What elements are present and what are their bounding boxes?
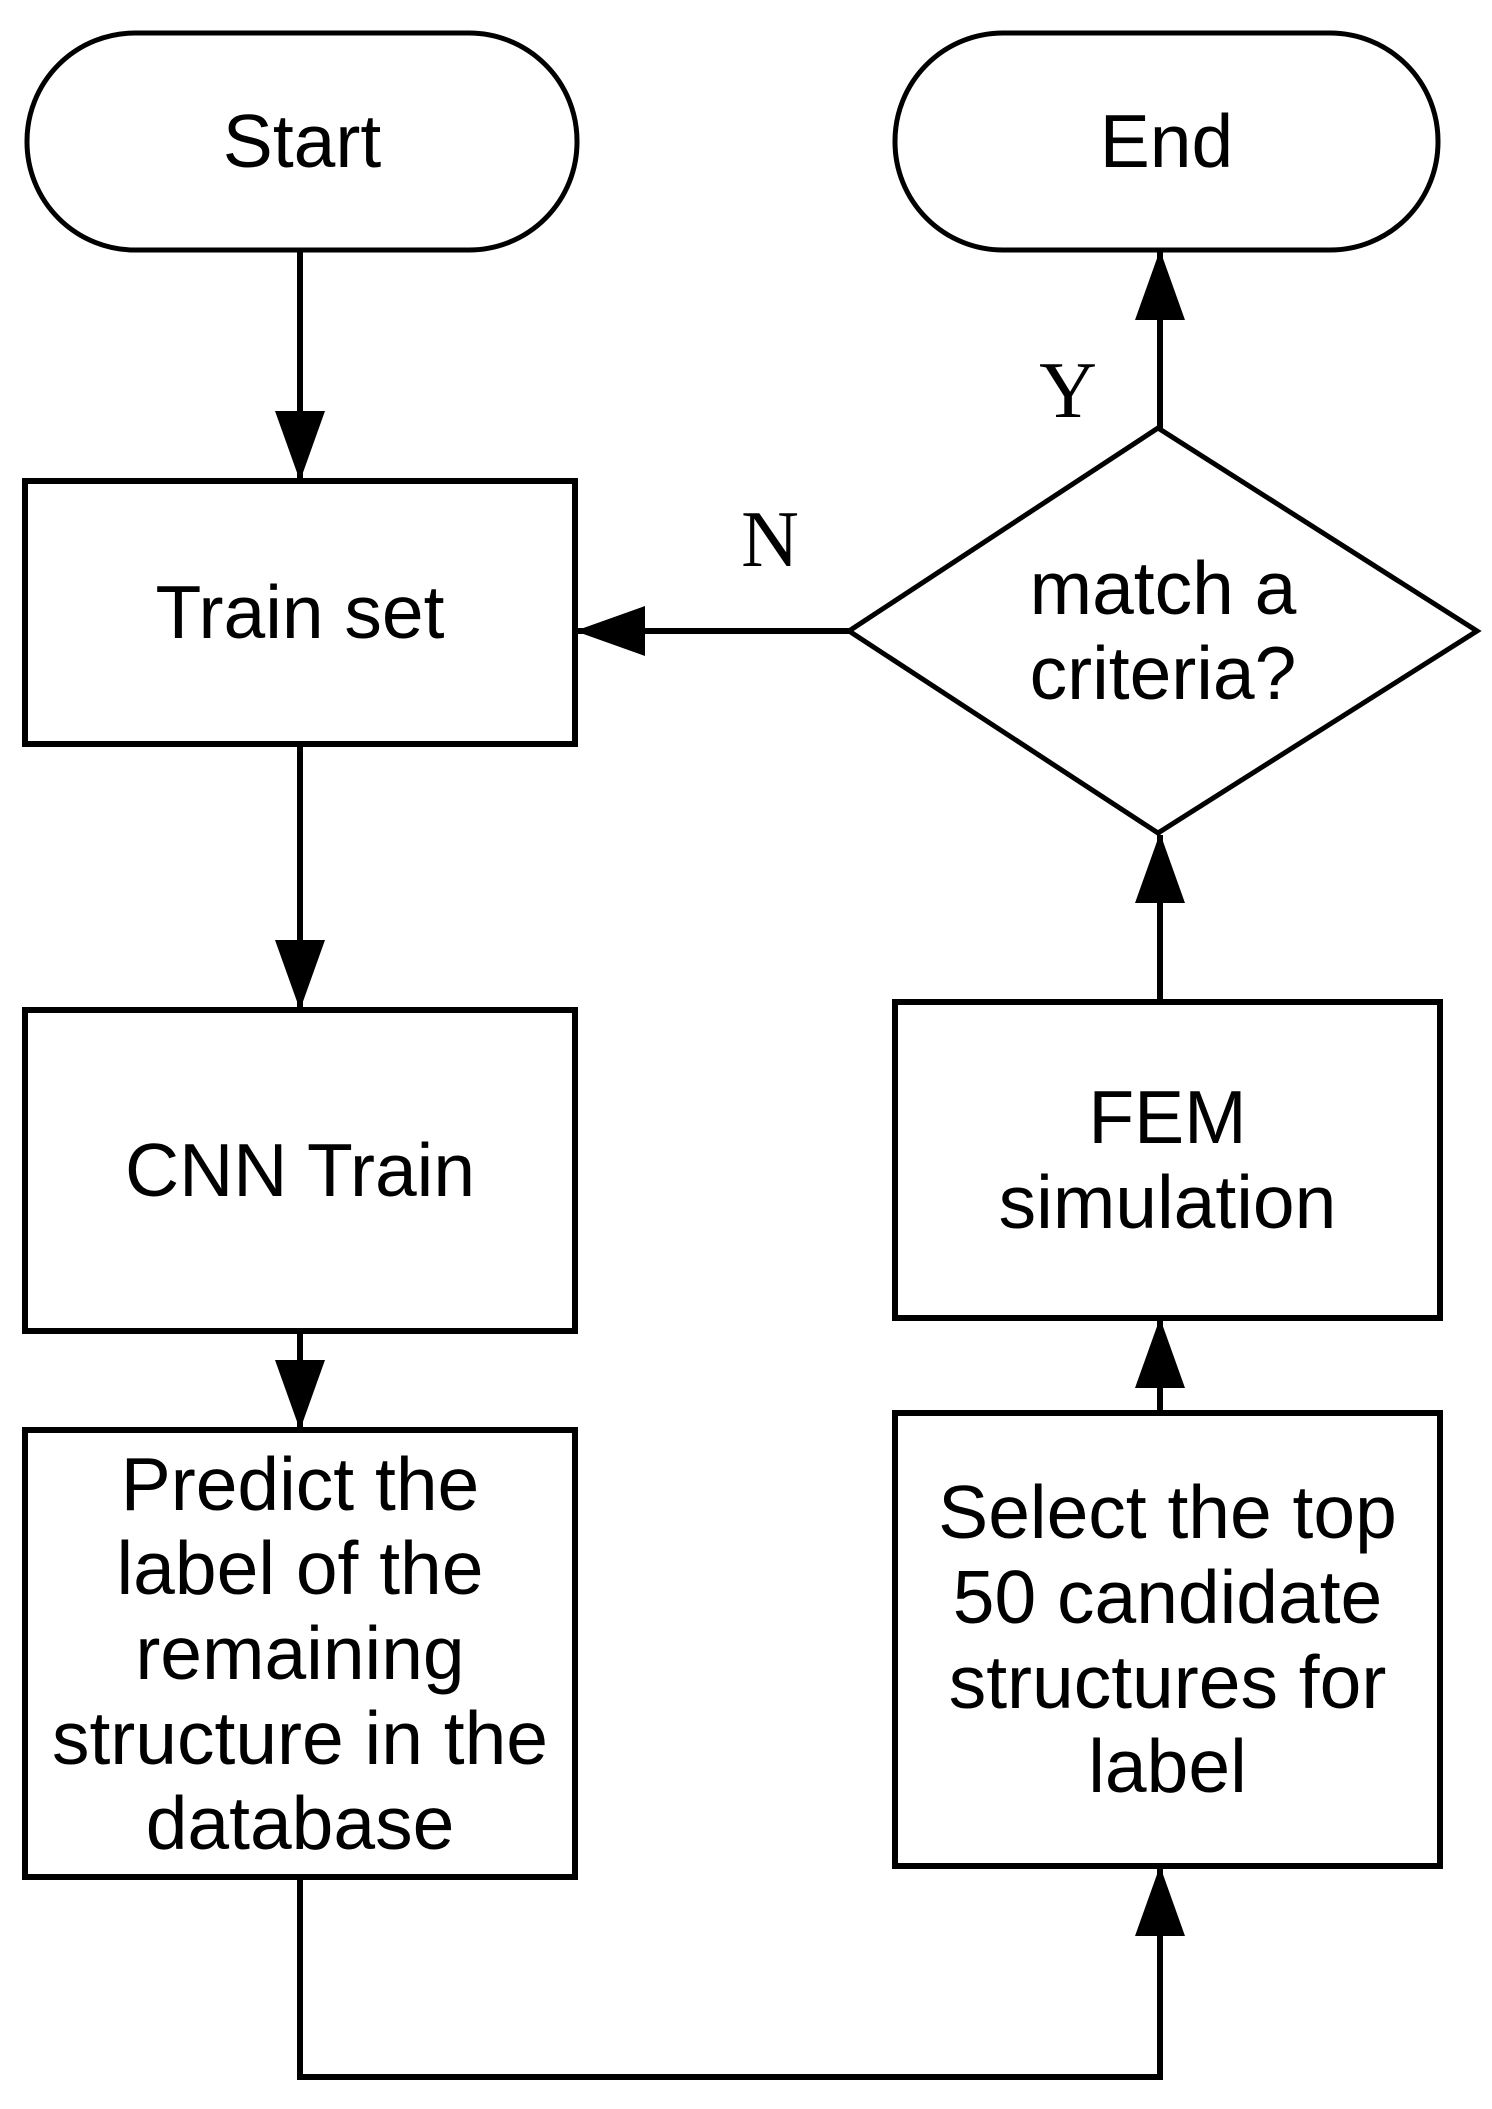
cnn-train-process-shape [22, 1007, 578, 1334]
decision-diamond-shape [844, 425, 1482, 836]
fem-process-shape [892, 999, 1443, 1321]
train-set-process-shape [22, 478, 578, 747]
edge-predict-to-select [297, 1866, 1185, 2080]
end-terminator-shape [892, 30, 1441, 253]
select-process-shape [892, 1410, 1443, 1869]
predict-process-shape [22, 1427, 578, 1880]
start-terminator-shape [24, 30, 580, 253]
